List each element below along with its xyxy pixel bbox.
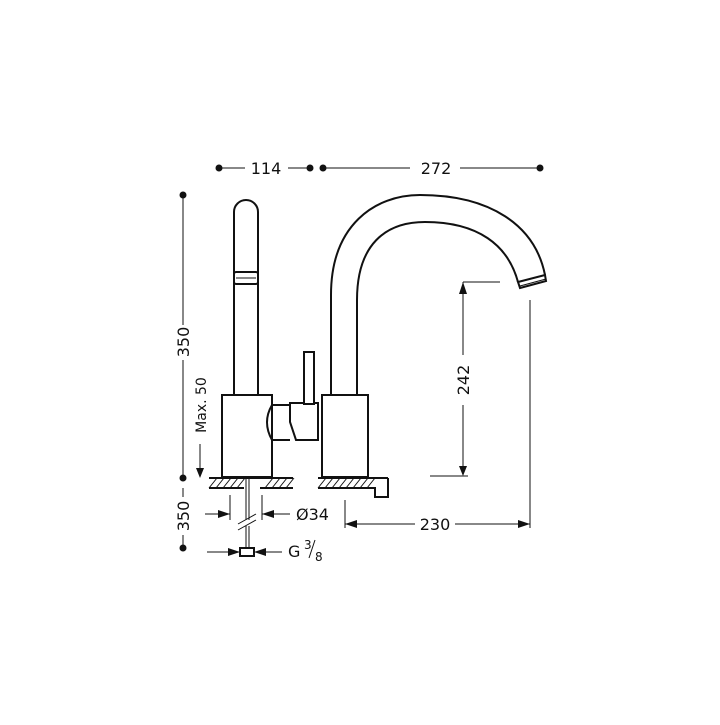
small-lever <box>303 351 315 405</box>
hatch-line <box>352 477 362 489</box>
dim-hose-length: 350 <box>174 488 193 552</box>
faucet-body <box>221 193 548 478</box>
dim-label-114: 114 <box>251 159 282 178</box>
dim-max-deck: Max. 50 <box>194 377 210 478</box>
dim-hole-diameter: Ø34 <box>205 495 329 524</box>
dim-label-max-50: Max. 50 <box>194 377 210 433</box>
hatch-line <box>366 477 376 489</box>
hatch-right <box>317 477 376 489</box>
hatch-line <box>271 477 281 489</box>
connector-nut <box>239 547 255 557</box>
hatch-line <box>229 477 239 489</box>
dim-spout-height: 242 <box>430 281 500 477</box>
hatch-line <box>264 477 274 489</box>
dim-label-272: 272 <box>421 159 452 178</box>
joint-block <box>289 402 319 441</box>
hatch-line <box>331 477 341 489</box>
dim-label-230: 230 <box>420 515 451 534</box>
dim-label-g-num: 3 <box>304 538 312 552</box>
hatch-line <box>222 477 232 489</box>
hatch-line <box>359 477 369 489</box>
hatch-line <box>278 477 288 489</box>
hatch-left <box>208 477 295 489</box>
dim-label-350-height: 350 <box>174 327 193 358</box>
dim-connection: G 3 8 <box>207 538 323 564</box>
dim-dot <box>306 164 314 172</box>
hatch-line <box>215 477 225 489</box>
dim-label-diameter: Ø34 <box>296 505 329 524</box>
supply-hose <box>237 478 257 557</box>
hatch-line <box>324 477 334 489</box>
connector-curve <box>266 404 273 441</box>
dim-reach: 230 <box>344 300 531 534</box>
dim-label-242: 242 <box>454 365 473 396</box>
cartridge-body <box>221 394 273 478</box>
spout-tip <box>516 273 548 290</box>
column-body <box>321 394 369 478</box>
dim-top: 114 272 <box>215 159 544 178</box>
hatch-line <box>285 477 295 489</box>
hatch-line <box>345 477 355 489</box>
spout-outer <box>330 193 546 395</box>
hatch-line <box>236 477 246 489</box>
hatch-line <box>317 477 327 489</box>
dim-left-height: 350 <box>174 191 193 482</box>
countertop <box>208 477 389 498</box>
hatch-line <box>338 477 348 489</box>
hatch-line <box>208 477 218 489</box>
dim-dot <box>536 164 544 172</box>
spout-inner <box>356 220 519 395</box>
dim-label-g-den: 8 <box>315 550 323 564</box>
lever-handle <box>233 199 259 395</box>
dim-label-350-hose: 350 <box>174 501 193 532</box>
dim-label-g: G <box>288 542 300 561</box>
